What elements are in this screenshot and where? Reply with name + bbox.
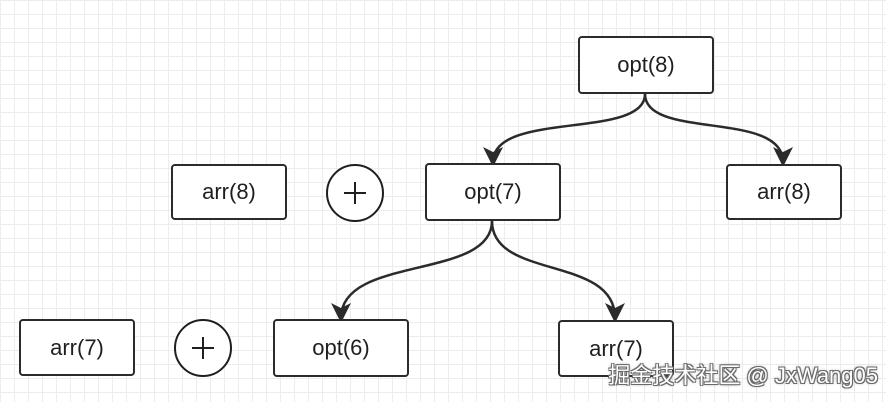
edge-opt7-to-arr7 (490, 220, 625, 323)
node-arr7-left-label: arr(7) (50, 334, 104, 360)
node-opt8-label: opt(8) (617, 52, 675, 77)
node-arr8-right-label: arr(8) (757, 179, 811, 204)
node-arr7-right-label: arr(7) (589, 335, 643, 361)
plus-operator-top (326, 164, 384, 222)
edge-opt7-to-opt6 (331, 220, 494, 323)
node-opt6-label: opt(6) (312, 335, 370, 360)
plus-operator-bottom (174, 319, 232, 377)
watermark: 掘金技术社区 @ JxWang05 (608, 363, 878, 388)
node-arr8-left-label: arr(8) (202, 179, 256, 204)
node-opt8: opt(8) (578, 36, 714, 94)
node-opt7-label: opt(7) (464, 179, 522, 204)
node-arr8-right: arr(8) (726, 164, 842, 220)
node-arr8-left: arr(8) (171, 164, 287, 220)
node-arr7-right: arr(7) (558, 320, 674, 377)
edge-opt8-to-arr8 (643, 93, 793, 167)
node-opt6: opt(6) (273, 319, 409, 377)
node-opt7: opt(7) (425, 163, 561, 221)
edge-opt8-to-opt7 (483, 93, 647, 167)
node-arr7-left: arr(7) (19, 319, 135, 376)
